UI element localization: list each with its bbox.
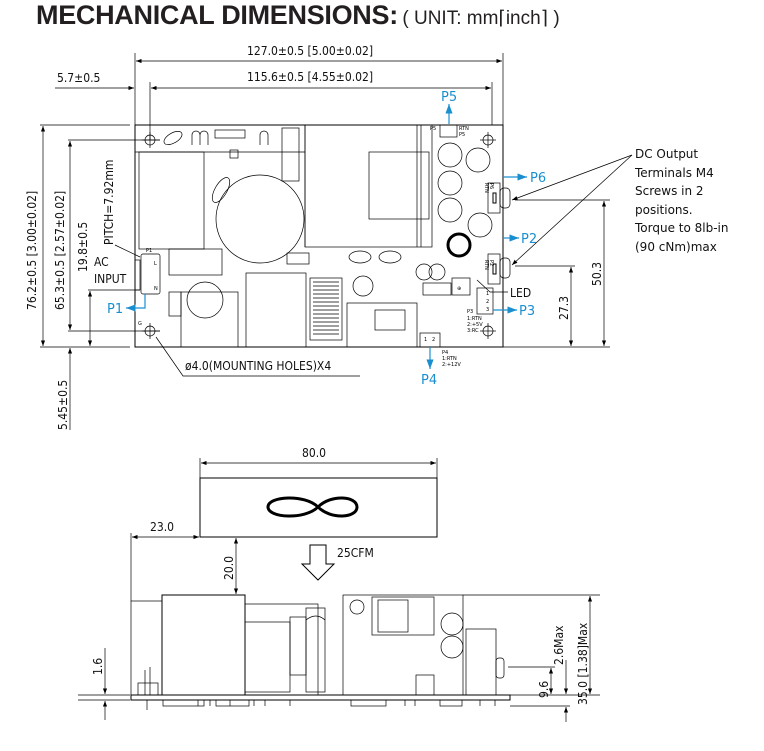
dim-fan-width: 80.0 bbox=[302, 446, 326, 460]
dim-label: 65.3±0.5 [2.57±0.02] bbox=[53, 191, 67, 310]
dim-height: 35.0 [1.38]Max bbox=[576, 622, 590, 705]
page-title: MECHANICAL DIMENSIONS: ( UNIT: mm⌈inch⌉ … bbox=[36, 0, 560, 31]
side-components bbox=[130, 594, 511, 710]
dim-pcb-thickness: 1.6 bbox=[91, 658, 105, 675]
p2-rtn-label: RTN bbox=[483, 260, 489, 270]
p4-pin1-label: 1:RTN bbox=[442, 356, 457, 362]
led-label: LED bbox=[510, 286, 531, 300]
p6-label: P6 bbox=[488, 183, 494, 189]
callout-line: Terminals M4 bbox=[634, 166, 714, 180]
p5-label: P5 bbox=[430, 126, 436, 132]
p4-pin-number: 1 bbox=[424, 337, 427, 343]
p3-pin1-label: 1:RTN bbox=[467, 316, 482, 322]
p3-pin3-label: 3:RC bbox=[467, 328, 479, 334]
dim-label: 5.45±0.5 bbox=[56, 380, 70, 430]
port-p2-label: P2 bbox=[521, 232, 537, 247]
p1-l-label: L bbox=[154, 261, 157, 267]
connector-p4: 1 2 P4 1:RTN 2:+12V bbox=[419, 332, 461, 368]
port-callouts: P5 P6 P2 P3 P4 P1 bbox=[107, 90, 546, 388]
ac-input-label: AC bbox=[94, 255, 109, 269]
p3-pin2-label: 2:+5V bbox=[467, 322, 483, 328]
components: ⊕ P6 RTN P2 RTN bbox=[135, 124, 511, 348]
dim-label: 50.3 bbox=[590, 262, 604, 286]
dim-hole-offset-x: 5.7±0.5 bbox=[55, 71, 134, 91]
title-main: MECHANICAL DIMENSIONS: bbox=[36, 0, 398, 30]
fan-icon bbox=[266, 496, 359, 518]
top-view: 127.0±0.5 [5.00±0.02] 115.6±0.5 [4.55±0.… bbox=[25, 44, 729, 430]
dim-label: 27.3 bbox=[557, 296, 571, 320]
mounting-hole bbox=[142, 323, 160, 339]
connector-p3: 1 2 3 P3 1:RTN 2:+5V 3:RC bbox=[467, 287, 494, 334]
mounting-hole bbox=[480, 132, 496, 148]
fan bbox=[199, 477, 438, 538]
port-p3-label: P3 bbox=[519, 304, 535, 319]
pitch-label: PITCH=7.92mm bbox=[102, 160, 116, 245]
p5-pin-label: P5 bbox=[459, 132, 465, 138]
dim-hole-spacing-width: 115.6±0.5 [4.55±0.02] bbox=[149, 70, 493, 140]
p1-g-label: G bbox=[138, 321, 142, 327]
p3-label: P3 bbox=[467, 309, 473, 315]
p1-n-label: N bbox=[154, 286, 158, 292]
p4-pin-number: 2 bbox=[432, 337, 435, 343]
trim-pot-icon: ⊕ bbox=[457, 286, 461, 292]
dim-pin-length: 2.6Max bbox=[552, 625, 566, 665]
dim-fan-offset: 23.0 bbox=[150, 520, 174, 534]
p3-pin-number: 1 bbox=[486, 291, 489, 297]
dc-output-callout: DC Output Terminals M4 Screws in 2 posit… bbox=[634, 147, 729, 254]
dim-terminal-2: 27.3 bbox=[515, 265, 575, 346]
p5-rtn-label: RTN bbox=[459, 126, 469, 132]
p3-pin-number: 2 bbox=[486, 299, 489, 305]
dim-fan-gap: 20.0 bbox=[222, 556, 236, 580]
dim-label: 76.2±0.5 [3.00±0.02] bbox=[25, 191, 39, 310]
p3-pin-number: 3 bbox=[486, 307, 489, 313]
port-p1-label: P1 bbox=[107, 302, 123, 317]
callout-line: (90 cNm)max bbox=[635, 240, 717, 254]
connector-p5: P5 RTN P5 bbox=[430, 124, 469, 138]
callout-line: positions. bbox=[635, 203, 693, 217]
title-unit: ( UNIT: mm⌈inch⌉ ) bbox=[402, 8, 560, 29]
dim-label: 19.8±0.5 bbox=[76, 222, 90, 272]
airflow-arrow-icon bbox=[300, 544, 336, 581]
dim-label: 5.7±0.5 bbox=[57, 71, 100, 85]
mounting-hole bbox=[142, 132, 160, 148]
mounting-hole bbox=[480, 323, 496, 339]
port-p4-label: P4 bbox=[421, 373, 437, 388]
callout-line: DC Output bbox=[635, 147, 698, 161]
p1-label: P1 bbox=[146, 248, 152, 254]
dim-label: 127.0±0.5 [5.00±0.02] bbox=[247, 44, 373, 58]
callout-line: Screws in 2 bbox=[635, 184, 704, 198]
dim-ac-input-offset: 19.8±0.5 bbox=[76, 222, 140, 346]
mounting-holes-label: ø4.0(MOUNTING HOLES)X4 bbox=[185, 359, 331, 373]
ac-input-label: INPUT bbox=[94, 272, 127, 286]
callout-line: Torque to 8lb-in bbox=[634, 221, 729, 235]
dim-overall-width: 127.0±0.5 [5.00±0.02] bbox=[134, 44, 504, 125]
dim-label: 115.6±0.5 [4.55±0.02] bbox=[247, 70, 373, 84]
p4-label: P4 bbox=[442, 350, 448, 356]
p4-pin2-label: 2:+12V bbox=[442, 362, 461, 368]
port-p5-label: P5 bbox=[441, 90, 457, 105]
dim-overall-height: 76.2±0.5 [3.00±0.02] bbox=[25, 124, 130, 348]
airflow-label: 25CFM bbox=[337, 546, 374, 560]
dim-hole-offset-y: 5.45±0.5 bbox=[56, 348, 73, 430]
dim-terminal-1: 50.3 bbox=[503, 199, 610, 348]
port-p6-label: P6 bbox=[530, 171, 546, 186]
dim-terminal-height: 9.6 bbox=[537, 681, 551, 698]
p2-label: P2 bbox=[488, 260, 494, 266]
connector-p1: P1 L N G bbox=[134, 248, 161, 327]
p6-rtn-label: RTN bbox=[483, 183, 489, 193]
side-view: 80.0 23.0 20.0 25CFM bbox=[78, 446, 600, 722]
